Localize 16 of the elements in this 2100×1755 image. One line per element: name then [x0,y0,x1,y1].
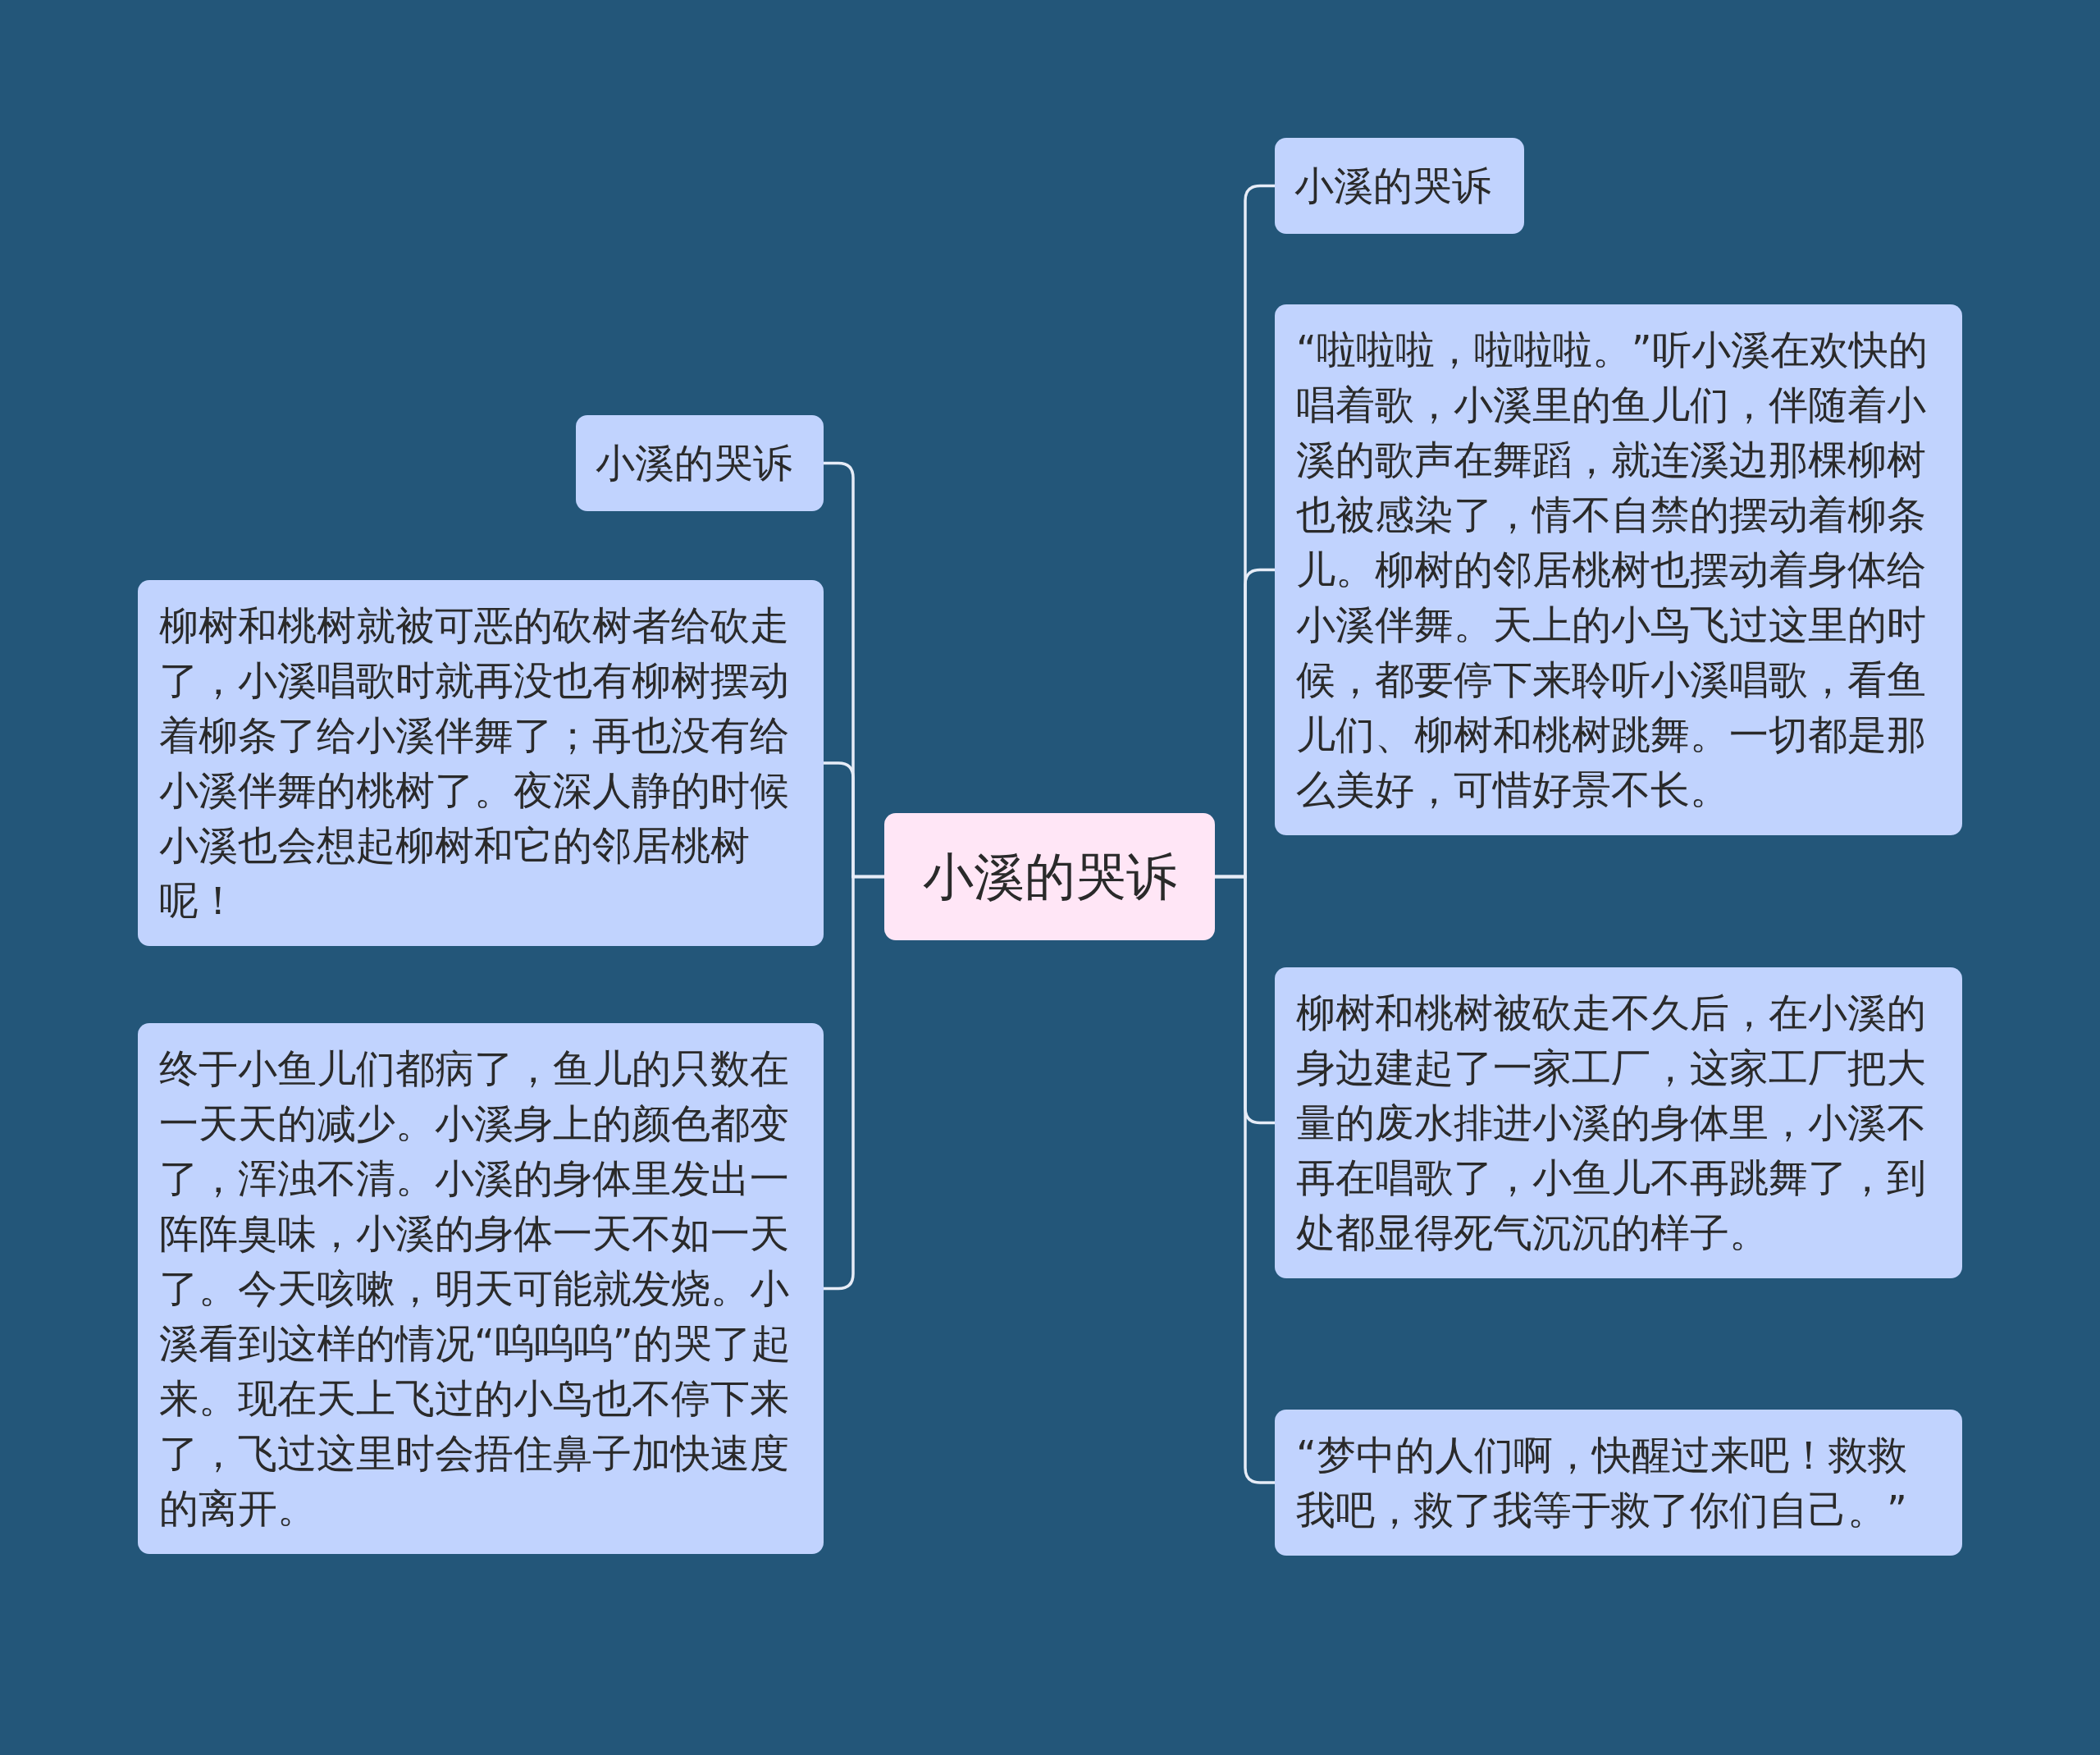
topic-box [1275,967,1962,1278]
topic-text: “梦中的人们啊，快醒过来吧！救救我吧，救了我等于救了你们自己。” [1296,1431,1908,1534]
topic-text: 小溪的哭诉 [1294,162,1492,210]
topic-box [138,1023,824,1554]
topic-text: 终于小鱼儿们都病了，鱼儿的只数在一天天的减少。小溪身上的颜色都变了，浑浊不清。小溪的身体里发出一阵阵臭味，小溪的身体一天不如一天了。今天咳嗽，明天可能就发烧。小溪看到这样的情况“呜呜呜”的哭了起来。现在天上飞过的小鸟也不停下来了，飞过这里时会捂住鼻子加快速度的离开。 [159,1044,792,1533]
topic-text: 小溪的哭诉 [596,439,793,487]
topic-text: 柳树和桃树就被可恶的砍树者给砍走了，小溪唱歌时就再没也有柳树摆动着柳条了给小溪伴舞了；再也没有给小溪伴舞的桃树了。夜深人静的时候小溪也会想起柳树和它的邻居桃树呢！ [159,601,790,925]
central-topic-box [884,813,1215,940]
topic-box [576,415,824,511]
topic-text: “啦啦啦，啦啦啦。”听小溪在欢快的唱着歌，小溪里的鱼儿们，伴随着小溪的歌声在舞蹈，就连溪边那棵柳树也被感染了，情不自禁的摆动着柳条儿。柳树的邻居桃树也摆动着身体给小溪伴舞。天上的小鸟飞过这里的时候，都要停下来聆听小溪唱歌，看鱼儿们、柳树和桃树跳舞。一切都是那么美好，可惜好景不长。 [1296,326,1929,814]
topic-box [1275,138,1524,234]
topic-box [138,580,824,946]
central-topic-text: 小溪的哭诉 [922,845,1177,908]
topic-text: 柳树和桃树被砍走不久后，在小溪的身边建起了一家工厂，这家工厂把大量的废水排进小溪的身体里，小溪不再在唱歌了，小鱼儿不再跳舞了，到处都显得死气沉沉的样子。 [1296,989,1927,1257]
topic-box [1275,1410,1962,1556]
topic-box [1275,304,1962,835]
